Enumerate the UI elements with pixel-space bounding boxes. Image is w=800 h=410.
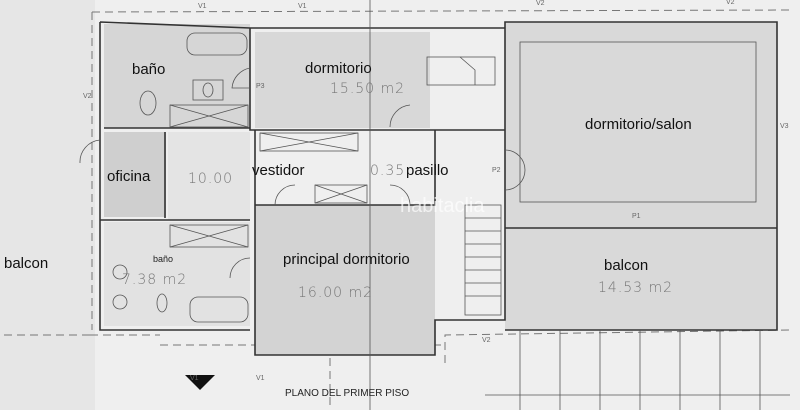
room-oficina <box>104 132 166 217</box>
label-oficina: oficina <box>107 168 151 185</box>
marker-v1: V1 <box>298 3 307 10</box>
marker-p1: P1 <box>632 213 641 220</box>
marker-p3: P3 <box>256 83 265 90</box>
marker-v1: V1 <box>256 375 265 382</box>
room-right-block <box>505 22 777 330</box>
room-dormitorio-salon <box>519 41 757 203</box>
area-oficina: 10.00 <box>188 171 233 187</box>
room-bano-top <box>104 24 250 128</box>
watermark: habitaclia <box>400 195 485 217</box>
marker-v1: V1 <box>190 375 199 382</box>
area-bano-bottom: 7.38 m2 <box>122 272 187 288</box>
room-principal-dormitorio <box>255 205 435 355</box>
label-balcon-right: balcon <box>604 257 648 274</box>
marker-v1: V1 <box>198 3 207 10</box>
area-pasillo: 0.35 <box>370 163 405 179</box>
walls <box>99 21 778 356</box>
bed-symbol <box>426 56 496 86</box>
marker-v2: V2 <box>536 0 545 7</box>
door-swings <box>79 67 526 279</box>
balcony-railing <box>485 330 790 410</box>
area-dormitorio: 15.50 m2 <box>330 81 405 97</box>
label-dormitorio: dormitorio <box>305 60 372 77</box>
marker-v2: V2 <box>482 337 491 344</box>
marker-v2: V2 <box>726 0 735 6</box>
paper-shadow-left <box>0 0 95 410</box>
room-dormitorio <box>255 32 430 128</box>
bathroom-fixtures <box>112 32 249 323</box>
closets <box>169 104 368 248</box>
north-arrow-icon <box>185 375 215 390</box>
area-balcon-right: 14.53 m2 <box>598 280 673 296</box>
staircase <box>464 204 502 316</box>
marker-p2: P2 <box>492 167 501 174</box>
marker-v3: V3 <box>780 123 789 130</box>
label-vestidor: vestidor <box>252 162 305 179</box>
room-bano-bottom <box>104 222 250 326</box>
dashed-boundary <box>4 9 791 410</box>
marker-v2: V2 <box>83 93 92 100</box>
label-pasillo: pasillo <box>406 162 449 179</box>
label-bano-top: baño <box>132 61 165 78</box>
plan-title: PLANO DEL PRIMER PISO <box>285 388 409 399</box>
label-principal-dormitorio: principal dormitorio <box>283 251 410 268</box>
room-oficina-extension <box>168 132 250 220</box>
label-bano-bottom: baño <box>153 254 173 264</box>
area-principal-dormitorio: 16.00 m2 <box>298 285 373 301</box>
label-balcon-left: balcon <box>4 255 48 272</box>
label-dormitorio-salon: dormitorio/salon <box>585 116 692 133</box>
